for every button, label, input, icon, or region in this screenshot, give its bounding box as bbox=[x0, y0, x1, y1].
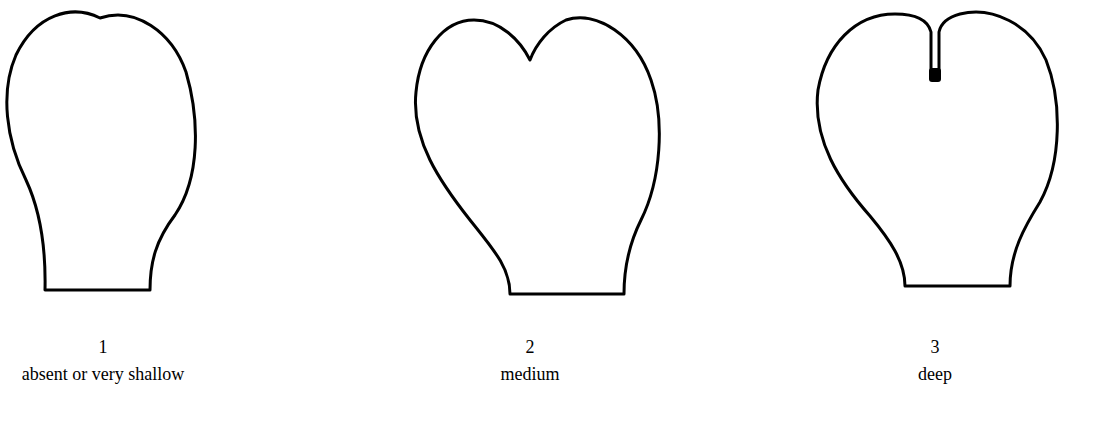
category-caption: medium bbox=[501, 364, 560, 386]
callout-number: 3 bbox=[931, 337, 940, 359]
category-caption: deep bbox=[918, 364, 952, 386]
notch-base-mark bbox=[929, 68, 941, 82]
petal-outline-deep bbox=[817, 12, 1057, 286]
callout-number: 1 bbox=[99, 337, 108, 359]
category-caption: absent or very shallow bbox=[22, 364, 184, 386]
petal-outline-medium bbox=[415, 18, 659, 294]
callout-number: 2 bbox=[526, 337, 535, 359]
petal-outline-shallow bbox=[7, 12, 196, 290]
